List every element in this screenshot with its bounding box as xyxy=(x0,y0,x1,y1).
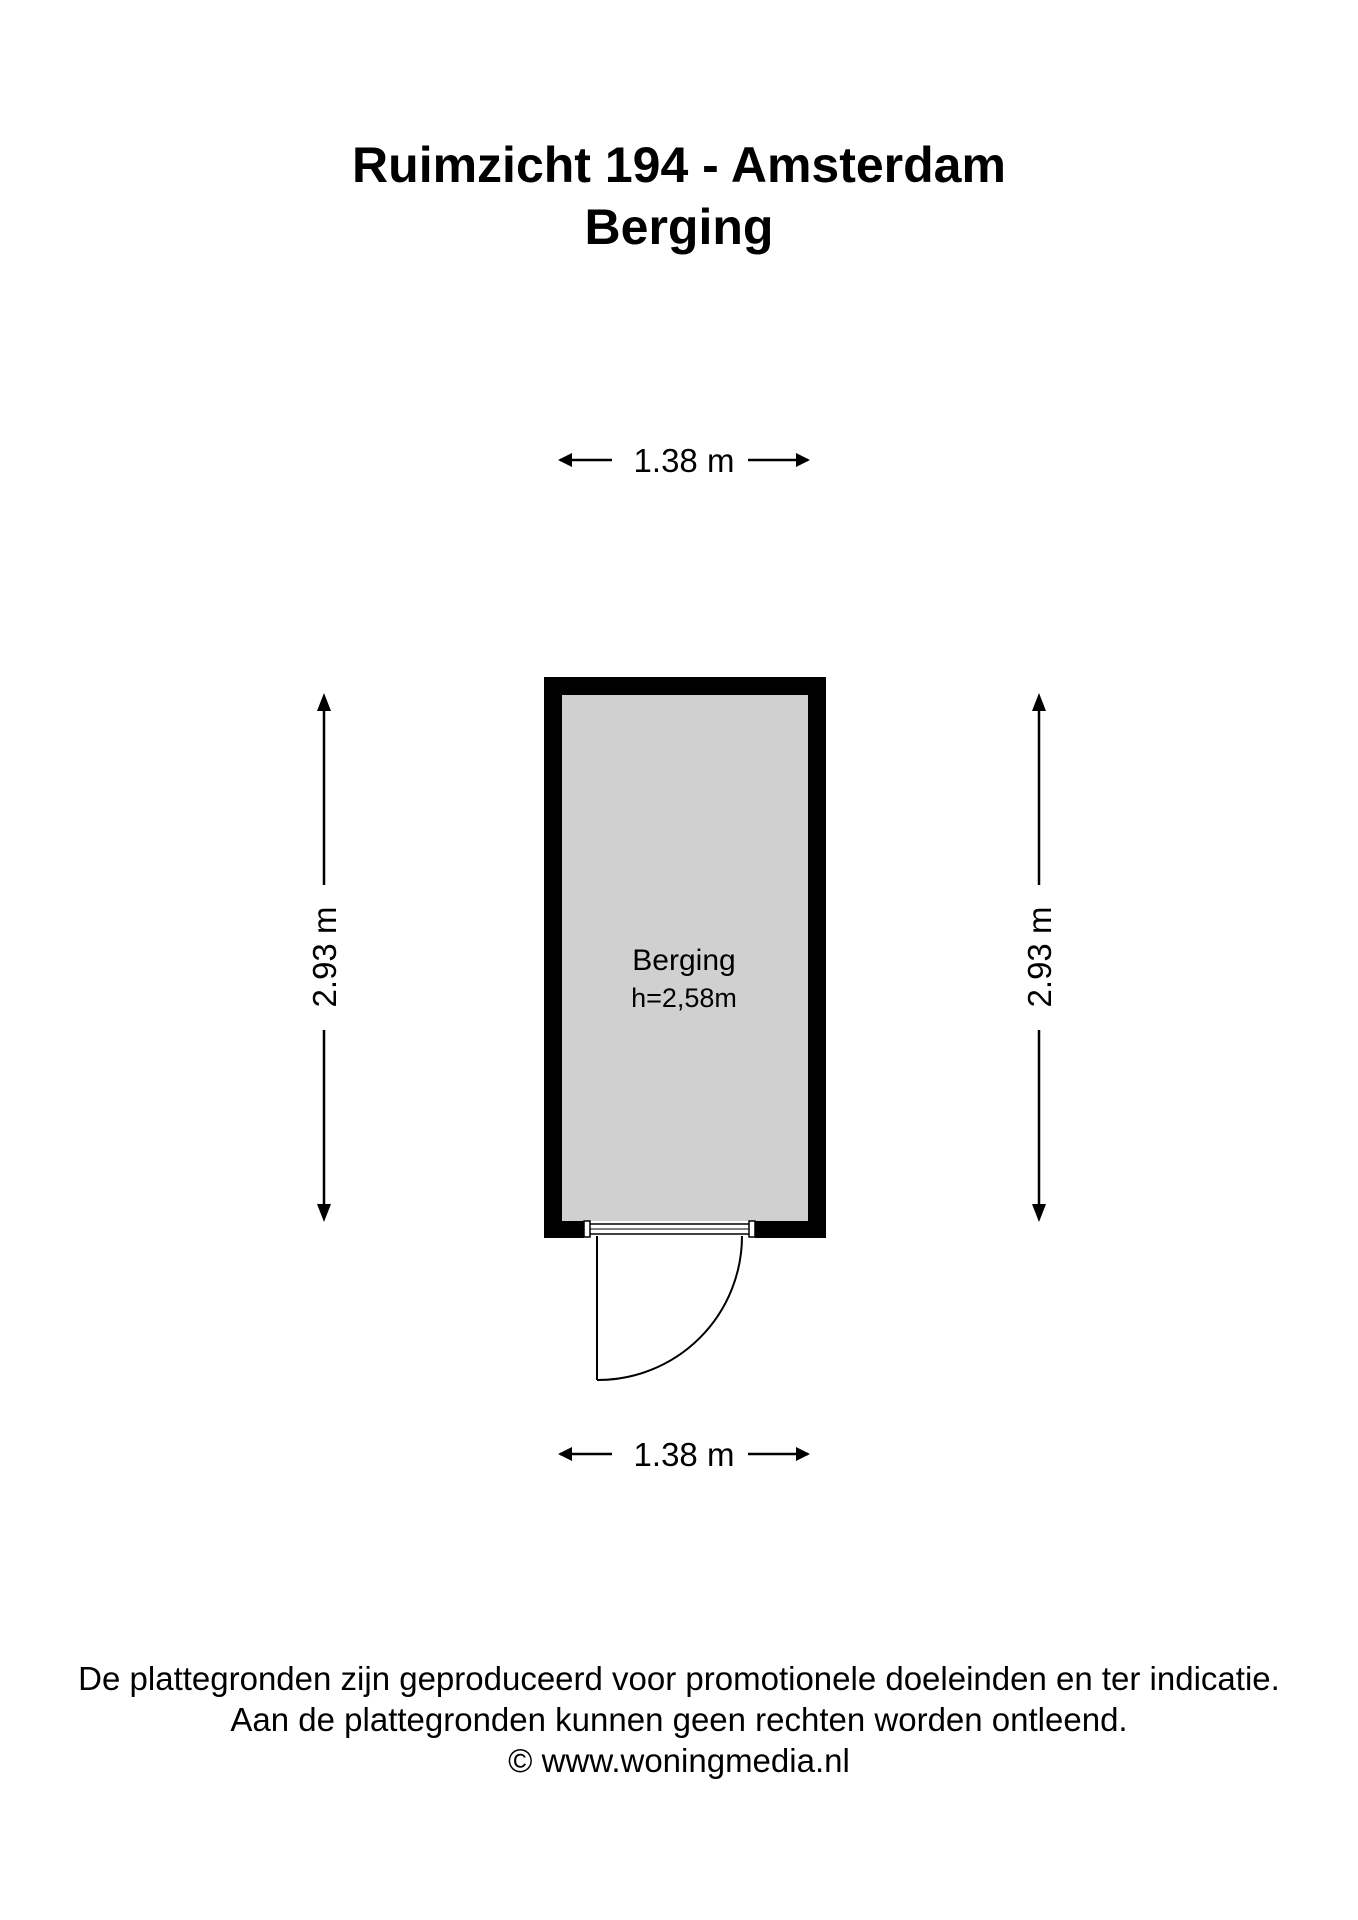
arrowhead-icon xyxy=(558,453,572,467)
page-title: Ruimzicht 194 - Amsterdam xyxy=(352,137,1006,193)
room-floor xyxy=(562,695,808,1221)
door-jamb-left xyxy=(583,1220,591,1238)
dimension-label-bottom: 1.38 m xyxy=(634,1436,735,1473)
arrowhead-icon xyxy=(1032,693,1046,711)
dimension-label-right: 2.93 m xyxy=(1021,907,1058,1008)
arrowhead-icon xyxy=(558,1447,572,1461)
disclaimer-line-1: De plattegronden zijn geproduceerd voor … xyxy=(78,1660,1280,1697)
door-swing-arc xyxy=(596,1235,743,1382)
dimension-top-width: 1.38 m xyxy=(558,442,810,479)
room-berging: Berging h=2,58m xyxy=(544,677,826,1382)
copyright-line: © www.woningmedia.nl xyxy=(508,1742,850,1779)
dimension-label-top: 1.38 m xyxy=(634,442,735,479)
arrowhead-icon xyxy=(317,693,331,711)
dimension-label-left: 2.93 m xyxy=(306,907,343,1008)
arrowhead-icon xyxy=(1032,1204,1046,1222)
room-name-label: Berging xyxy=(632,944,735,977)
room-height-label: h=2,58m xyxy=(631,983,737,1013)
page-subtitle: Berging xyxy=(584,199,774,255)
door-jamb-right xyxy=(748,1220,756,1238)
arrowhead-icon xyxy=(796,1447,810,1461)
arrowhead-icon xyxy=(796,453,810,467)
arrowhead-icon xyxy=(317,1204,331,1222)
dimension-left-depth: 2.93 m xyxy=(306,693,343,1222)
dimension-right-depth: 2.93 m xyxy=(1021,693,1058,1222)
dimension-bottom-width: 1.38 m xyxy=(558,1436,810,1473)
disclaimer-line-2: Aan de plattegronden kunnen geen rechten… xyxy=(230,1701,1128,1738)
